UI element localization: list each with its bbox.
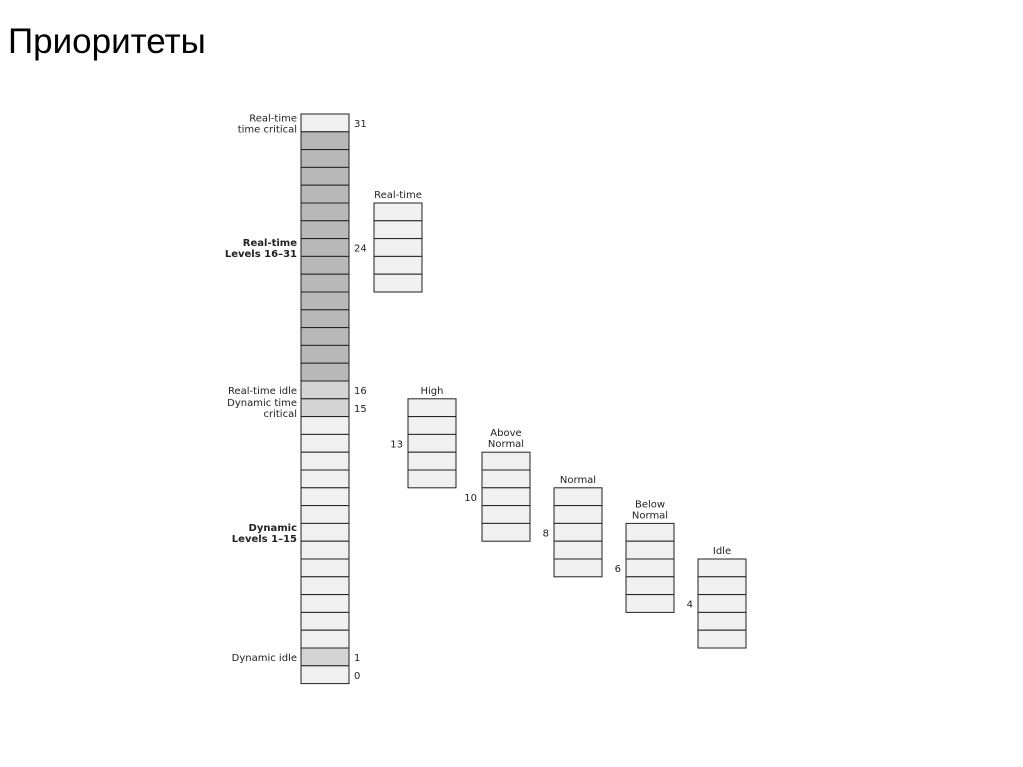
level-label: critical: [264, 409, 298, 420]
class-level-cell: [553, 540, 603, 560]
level-label: Dynamic time: [227, 398, 297, 409]
main-level-cell: [300, 309, 350, 329]
class-level-cell: [625, 540, 675, 560]
main-level-cell: [300, 202, 350, 222]
main-level-cell: [300, 362, 350, 382]
class-level-cell: [373, 238, 423, 257]
level-label: Dynamic idle: [232, 653, 297, 664]
class-level-cell: [373, 220, 423, 240]
class-level-cell: [373, 255, 423, 275]
class-level-cell: [407, 469, 457, 489]
class-level-cell: [481, 522, 531, 542]
main-level-cell: [300, 166, 350, 186]
class-level-cell: [553, 487, 603, 507]
level-label: Real-time: [243, 238, 297, 249]
class-base-number: 13: [390, 439, 403, 450]
main-level-cell: [300, 594, 350, 613]
main-level-cell: [300, 149, 350, 168]
class-level-cell: [373, 273, 423, 293]
main-level-cell: [300, 522, 350, 542]
class-level-cell: [407, 398, 457, 418]
class-level-cell: [697, 611, 747, 631]
class-level-cell: [481, 487, 531, 507]
main-level-cell: [300, 273, 350, 293]
class-level-cell: [407, 433, 457, 453]
class-level-cell: [481, 505, 531, 524]
main-level-cell: [300, 433, 350, 453]
main-level-cell: [300, 113, 350, 133]
class-level-cell: [697, 576, 747, 596]
class-level-cell: [481, 451, 531, 471]
class-label: Real-time: [374, 190, 422, 201]
class-level-cell: [407, 416, 457, 435]
main-level-cell: [300, 505, 350, 524]
main-level-cell: [300, 629, 350, 649]
level-label: Dynamic: [249, 523, 298, 534]
class-level-cell: [553, 505, 603, 524]
main-level-cell: [300, 451, 350, 471]
class-level-cell: [697, 558, 747, 578]
main-level-cell: [300, 344, 350, 364]
class-level-cell: [481, 469, 531, 489]
main-level-cell: [300, 665, 350, 685]
main-level-cell: [300, 220, 350, 240]
main-level-cell: [300, 291, 350, 311]
class-level-cell: [697, 629, 747, 649]
class-base-number: 4: [687, 600, 693, 611]
main-level-cell: [300, 184, 350, 204]
class-label: Normal: [560, 475, 596, 486]
class-level-cell: [625, 594, 675, 613]
main-level-cell: [300, 469, 350, 489]
main-level-cell: [300, 487, 350, 507]
level-number: 24: [354, 244, 367, 255]
main-level-cell: [300, 327, 350, 346]
level-number: 31: [354, 119, 367, 130]
class-level-cell: [697, 594, 747, 613]
class-label: Normal: [632, 510, 668, 521]
class-level-cell: [553, 522, 603, 542]
page-title: Приоритеты: [8, 22, 206, 61]
main-level-cell: [300, 558, 350, 578]
level-number: 16: [354, 386, 367, 397]
main-level-cell: [300, 647, 350, 667]
level-number: 1: [354, 653, 360, 664]
class-label: Normal: [488, 439, 524, 450]
class-label: High: [421, 386, 444, 397]
class-level-cell: [553, 558, 603, 578]
class-level-cell: [625, 522, 675, 542]
level-label: Real-time: [249, 113, 297, 124]
level-number: 0: [354, 671, 360, 682]
class-base-number: 10: [464, 493, 477, 504]
main-level-cell: [300, 255, 350, 275]
class-level-cell: [373, 202, 423, 222]
class-label: Above: [490, 428, 521, 439]
main-level-cell: [300, 380, 350, 400]
level-label: Real-time idle: [228, 386, 297, 397]
class-level-cell: [625, 558, 675, 578]
main-level-cell: [300, 540, 350, 560]
main-level-cell: [300, 611, 350, 631]
main-level-cell: [300, 416, 350, 435]
class-level-cell: [407, 451, 457, 471]
class-label: Idle: [713, 546, 731, 557]
main-level-cell: [300, 131, 350, 151]
level-label: Levels 1–15: [232, 534, 297, 545]
level-label: time critical: [238, 124, 297, 135]
class-base-number: 8: [543, 528, 549, 539]
main-level-cell: [300, 398, 350, 418]
level-label: Levels 16–31: [225, 249, 297, 260]
main-level-cell: [300, 238, 350, 257]
main-level-cell: [300, 576, 350, 596]
level-number: 15: [354, 404, 367, 415]
class-base-number: 6: [615, 564, 621, 575]
class-level-cell: [625, 576, 675, 596]
class-label: Below: [635, 499, 665, 510]
